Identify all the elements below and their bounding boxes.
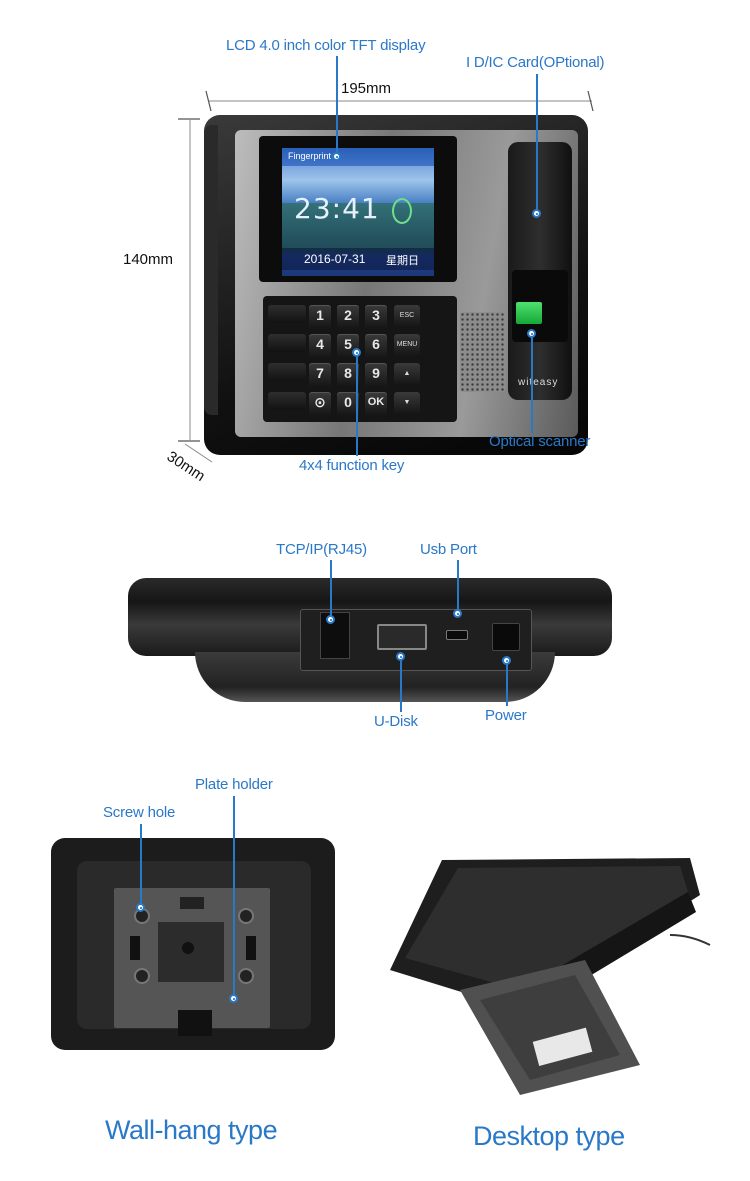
udisk-label: U-Disk <box>374 713 418 730</box>
key-4[interactable]: 4 <box>309 334 331 358</box>
speaker-grille <box>460 312 506 392</box>
lcd-screen: Fingerprint 23:41 2016-07-31 星期日 <box>282 148 434 276</box>
dimension-lines <box>178 90 594 463</box>
width-dimension: 195mm <box>341 80 392 97</box>
screw-hole-3 <box>134 968 150 984</box>
function-key-3[interactable] <box>268 363 306 381</box>
key-3[interactable]: 3 <box>365 305 387 329</box>
power-port[interactable] <box>492 623 520 651</box>
screen-weekday: 星期日 <box>386 255 419 267</box>
optical-scanner[interactable] <box>512 270 568 342</box>
scanner-label: Optical scanner <box>489 433 591 450</box>
plate-hole <box>182 942 194 954</box>
keypad-label: 4x4 function key <box>299 457 405 474</box>
key-8[interactable]: 8 <box>337 363 359 387</box>
key-2[interactable]: 2 <box>337 305 359 329</box>
side-edge <box>204 125 218 415</box>
lcd-label: LCD 4.0 inch color TFT display <box>226 37 426 54</box>
key-9[interactable]: 9 <box>365 363 387 387</box>
mini-usb-port[interactable] <box>446 630 468 640</box>
key-6[interactable]: 6 <box>365 334 387 358</box>
plate-slot-right <box>246 936 256 960</box>
function-key-1[interactable] <box>268 305 306 323</box>
plate-slot-left <box>130 936 140 960</box>
key-menu[interactable]: MENU <box>394 334 420 356</box>
key-0[interactable]: 0 <box>337 392 359 416</box>
screw-label: Screw hole <box>103 804 176 821</box>
function-key-2[interactable] <box>268 334 306 352</box>
function-key-4[interactable] <box>268 392 306 410</box>
key-down[interactable]: ▼ <box>394 392 420 414</box>
screw-hole-2 <box>238 908 254 924</box>
screen-time: 23:41 <box>294 192 380 225</box>
key-esc[interactable]: ESC <box>394 305 420 327</box>
fingerprint-icon <box>392 198 412 224</box>
plate-latch <box>178 1010 212 1036</box>
wall-hang-title: Wall-hang type <box>105 1115 278 1145</box>
usb-label: Usb Port <box>420 541 477 558</box>
screw-hole-4 <box>238 968 254 984</box>
brand-logo: witeasy <box>518 377 559 388</box>
height-dimension: 140mm <box>123 251 174 268</box>
power-label: Power <box>485 707 527 724</box>
usb-a-port[interactable] <box>377 624 427 650</box>
desktop-title: Desktop type <box>473 1121 625 1151</box>
key-power[interactable]: ⊙ <box>309 392 331 416</box>
key-1[interactable]: 1 <box>309 305 331 329</box>
tcp-label: TCP/IP(RJ45) <box>276 541 367 558</box>
screen-date: 2016-07-31 <box>304 252 366 266</box>
card-label: I D/IC Card(OPtional) <box>466 54 605 71</box>
key-ok[interactable]: OK <box>365 392 387 416</box>
key-up[interactable]: ▲ <box>394 363 420 385</box>
desktop-stand-illustration <box>390 858 711 1095</box>
screen-header: Fingerprint <box>288 151 332 161</box>
plate-label: Plate holder <box>195 776 273 793</box>
rj45-port[interactable] <box>320 612 350 659</box>
key-7[interactable]: 7 <box>309 363 331 387</box>
plate-slot-top <box>180 897 204 909</box>
